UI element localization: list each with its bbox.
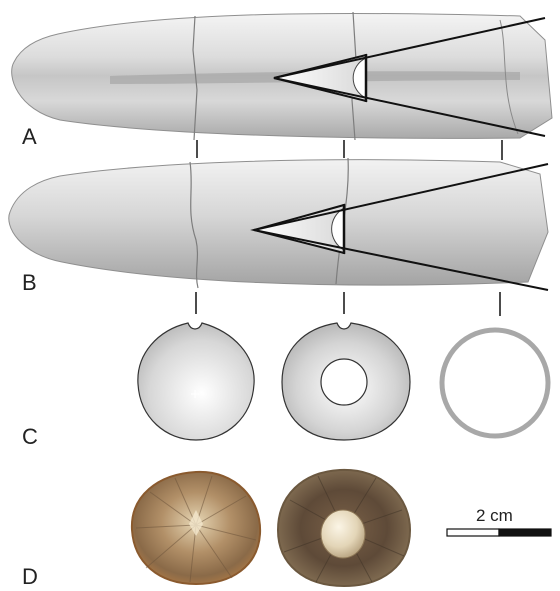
section-photo-1: [132, 472, 260, 584]
rostrum-a: [12, 12, 552, 140]
scale-bar-white-segment: [447, 529, 499, 536]
panel-label-a: A: [22, 124, 37, 150]
cross-section-thin-wall: [442, 330, 548, 436]
section-photo-2: [278, 470, 410, 586]
section-photos: [132, 470, 410, 586]
panel-label-c: C: [22, 424, 38, 450]
cross-section-alveolus-hole: [321, 359, 367, 405]
scale-bar: [447, 529, 551, 536]
cross-sections: [138, 323, 548, 440]
scale-bar-label: 2 cm: [476, 506, 513, 526]
section-photo-2-phragmocone: [321, 510, 365, 558]
panel-label-b: B: [22, 270, 37, 296]
cross-section-solid: [138, 323, 254, 440]
panel-label-d: D: [22, 564, 38, 590]
scale-bar-black-segment: [499, 529, 551, 536]
rostrum-b: [9, 158, 548, 290]
